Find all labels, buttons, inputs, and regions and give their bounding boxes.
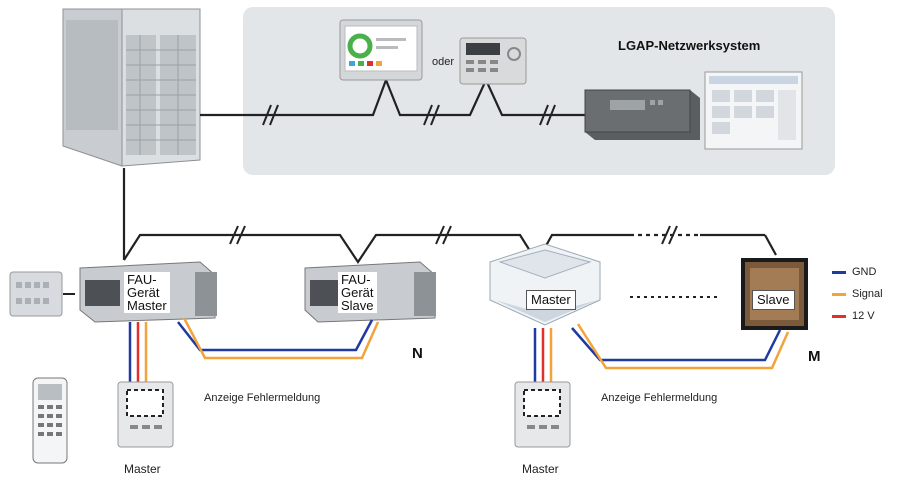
fau-master-label: FAU- Gerät Master [124, 272, 170, 313]
fau-slave-unit [304, 261, 436, 323]
error-display-label-right: Anzeige Fehlermeldung [601, 392, 718, 404]
fau-slave-label: FAU- Gerät Slave [338, 272, 377, 313]
network-title: LGAP-Netzwerksystem [618, 38, 761, 53]
keypad-controller-device [459, 37, 527, 85]
central-controller-device [584, 89, 700, 140]
remote-caption-right: Master [522, 462, 559, 476]
handheld-remote [32, 377, 68, 464]
legend-swatch-gnd [832, 270, 846, 274]
fau-slave-label-line-2: Gerät [341, 285, 374, 300]
legend-label-gnd: GND [852, 266, 877, 278]
legend-item-12v: 12 V [832, 310, 875, 322]
legend-item-gnd: GND [832, 266, 876, 278]
remote-wiring-left [128, 317, 380, 390]
legend-item-signal: Signal [832, 288, 883, 300]
cassette-label: Master [526, 290, 576, 310]
fau-slave-label-line-3: Slave [341, 298, 374, 313]
interface-module [9, 271, 75, 317]
remote-caption-left: Master [124, 462, 161, 476]
cassette-unit [489, 243, 601, 326]
fau-master-label-line-3: Master [127, 298, 167, 313]
wired-remote-left [117, 381, 174, 448]
fau-master-label-line-1: FAU- [127, 272, 157, 287]
wired-remote-right [514, 381, 571, 448]
error-display-label-left: Anzeige Fehlermeldung [204, 392, 321, 404]
outdoor-unit [62, 8, 201, 167]
cable-break-marks [229, 104, 678, 245]
legend-label-signal: Signal [852, 288, 883, 300]
fau-slave-label-line-1: FAU- [341, 272, 371, 287]
legend-label-12v: 12 V [852, 310, 875, 322]
or-label: oder [432, 56, 455, 68]
touch-controller-device [339, 19, 423, 81]
group-letter-n: N [412, 345, 423, 362]
legend-swatch-12v [832, 314, 846, 318]
fau-master-label-line-2: Gerät [127, 285, 160, 300]
pc-screen-device [704, 71, 803, 150]
slave-unit-label: Slave [752, 290, 795, 310]
group-letter-m: M [808, 348, 821, 365]
legend-swatch-signal [832, 292, 846, 296]
remote-wiring-right [533, 323, 790, 390]
